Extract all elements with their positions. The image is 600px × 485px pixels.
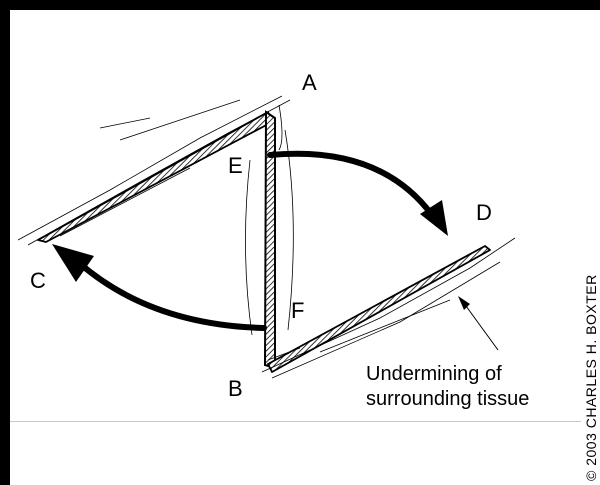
label-a: A <box>302 70 317 95</box>
arrowhead-d <box>420 200 448 236</box>
sketch-lines-bd <box>261 237 516 379</box>
label-b: B <box>228 376 243 401</box>
diagram-panel <box>10 10 586 485</box>
sketch-line-ab-left <box>245 159 253 336</box>
caption-text: Undermining of surrounding tissue <box>366 362 529 412</box>
label-d: D <box>476 200 492 225</box>
caption-line-1: Undermining of <box>366 363 502 385</box>
copyright-notice: © 2003 CHARLES H. BOXTER <box>583 274 599 481</box>
label-e: E <box>228 153 243 178</box>
caption-line-2: surrounding tissue <box>366 388 530 410</box>
sketch-line-ab-right2 <box>278 104 283 151</box>
label-f: F <box>291 298 305 323</box>
caption-pointer-line <box>465 305 499 351</box>
incision-bd <box>267 245 491 373</box>
arrow-e-to-d <box>267 150 435 218</box>
arrowhead-c <box>52 244 94 282</box>
caption-pointer-head <box>458 296 470 310</box>
label-c: C <box>30 268 46 293</box>
arrow-b-to-c <box>75 259 267 331</box>
copyright-strip <box>581 10 600 485</box>
divider-line <box>10 421 586 422</box>
